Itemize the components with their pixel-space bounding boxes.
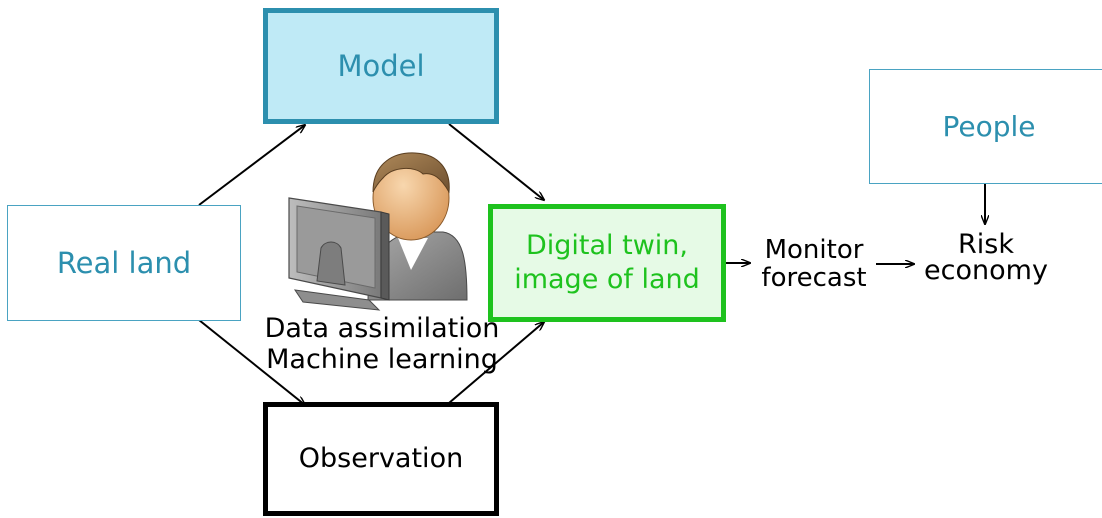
risk-economy-line2: economy: [924, 255, 1048, 287]
monitor-forecast-label: Monitor forecast: [752, 236, 876, 292]
observation-label: Observation: [298, 443, 464, 475]
real-land-label: Real land: [56, 245, 192, 280]
observation-node: Observation: [263, 402, 499, 516]
arrow-model-to-twin: [448, 123, 544, 200]
digital-twin-label-line2: image of land: [514, 264, 700, 295]
methods-line2: Machine learning: [266, 344, 498, 376]
model-label: Model: [337, 48, 425, 83]
methods-line1: Data assimilation: [264, 313, 500, 344]
arrow-observation-to-twin: [448, 322, 544, 404]
risk-economy-line1: Risk: [958, 229, 1014, 260]
monitor-forecast-line2: forecast: [761, 263, 867, 294]
people-label: People: [942, 110, 1036, 143]
user-at-computer-icon: [288, 152, 468, 311]
methods-label: Data assimilation Machine learning: [262, 313, 502, 375]
digital-twin-node: Digital twin, image of land: [488, 204, 726, 322]
digital-twin-label: Digital twin, image of land: [514, 229, 700, 297]
arrow-realland-to-observation: [198, 319, 305, 405]
risk-economy-label: Risk economy: [916, 229, 1056, 287]
arrow-realland-to-model: [198, 125, 305, 206]
model-node: Model: [263, 8, 499, 124]
monitor-forecast-line1: Monitor: [764, 235, 864, 265]
real-land-node: Real land: [7, 205, 241, 321]
people-node: People: [869, 69, 1102, 184]
digital-twin-label-line1: Digital twin,: [525, 230, 688, 262]
